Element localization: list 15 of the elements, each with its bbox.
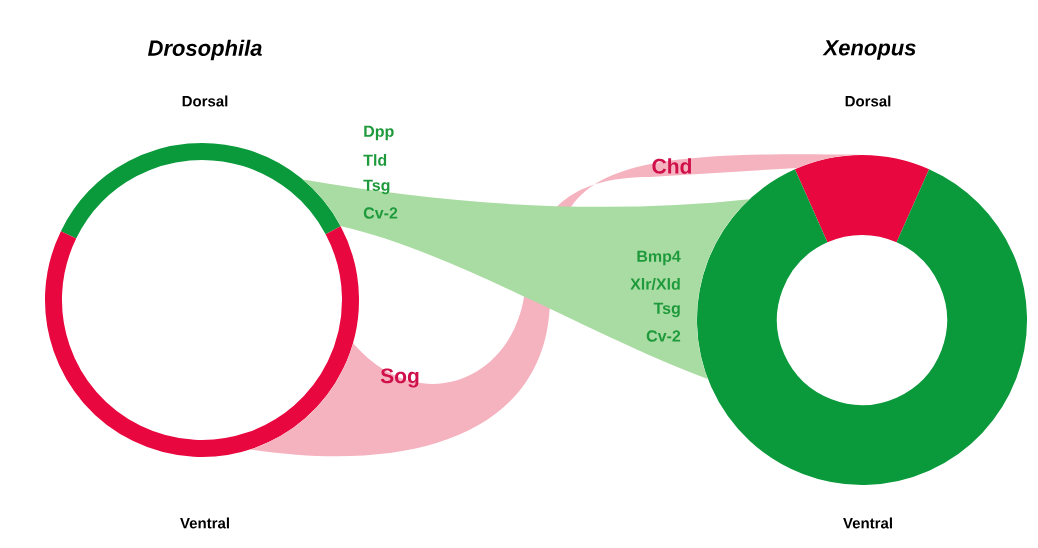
axis-label: Dorsal <box>182 95 228 107</box>
axis-label: Ventral <box>843 517 892 529</box>
species-title: Xenopus <box>822 40 916 60</box>
species-title: Drosophila <box>147 39 262 61</box>
axis-label: Ventral <box>180 517 229 529</box>
gene-label: Dpp <box>364 125 394 141</box>
gene-label: Xlr/Xld <box>630 278 680 290</box>
gene-label: Sog <box>380 368 419 388</box>
axis-label: Dorsal <box>845 95 891 107</box>
gene-label: Tsg <box>653 302 680 318</box>
band <box>303 179 750 379</box>
gene-label: Cv-2 <box>646 330 681 342</box>
gene-label: Bmp4 <box>637 250 681 266</box>
ring-drawing <box>45 143 359 457</box>
ring-drawing <box>697 155 1027 485</box>
